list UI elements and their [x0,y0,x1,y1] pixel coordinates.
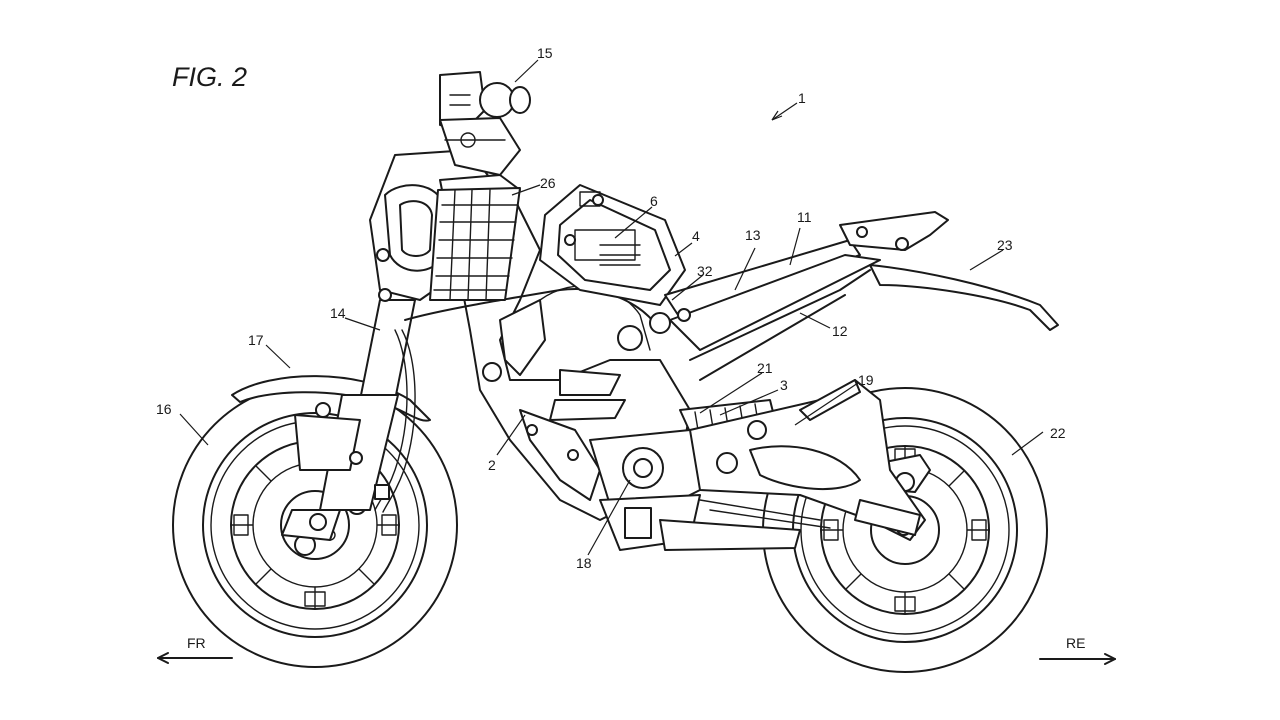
ref-12: 12 [832,323,848,339]
ref-22: 22 [1050,425,1066,441]
ref-14: 14 [330,305,346,321]
controller-unit [539,184,686,306]
ref-2: 2 [488,457,496,473]
rear-direction-arrow [1039,653,1116,665]
ref-11: 11 [797,209,812,225]
tail-section [839,211,1059,331]
rear-label: RE [1066,635,1085,651]
ref-17: 17 [248,332,264,348]
ref-4: 4 [692,228,700,244]
handlebar-controls [439,71,531,176]
ref-15: 15 [537,45,553,61]
ref-1: 1 [798,90,806,106]
figure-title: FIG. 2 [172,62,247,92]
ref-21: 21 [757,360,773,376]
motor-unit [589,429,831,551]
ref-13: 13 [745,227,761,243]
ref-32: 32 [697,263,713,279]
ref-23: 23 [997,237,1013,253]
front-direction-arrow [157,652,233,664]
front-fork [281,299,416,541]
ref-18: 18 [576,555,592,571]
battery-block [429,187,521,301]
ref-16: 16 [156,401,172,417]
ref-26: 26 [540,175,556,191]
ref-6: 6 [650,193,658,209]
front-label: FR [187,635,206,651]
rear-subframe [617,239,881,381]
swingarm [679,379,926,541]
ref-3: 3 [780,377,788,393]
leader-lines [179,59,1044,556]
ref-19: 19 [858,372,874,388]
